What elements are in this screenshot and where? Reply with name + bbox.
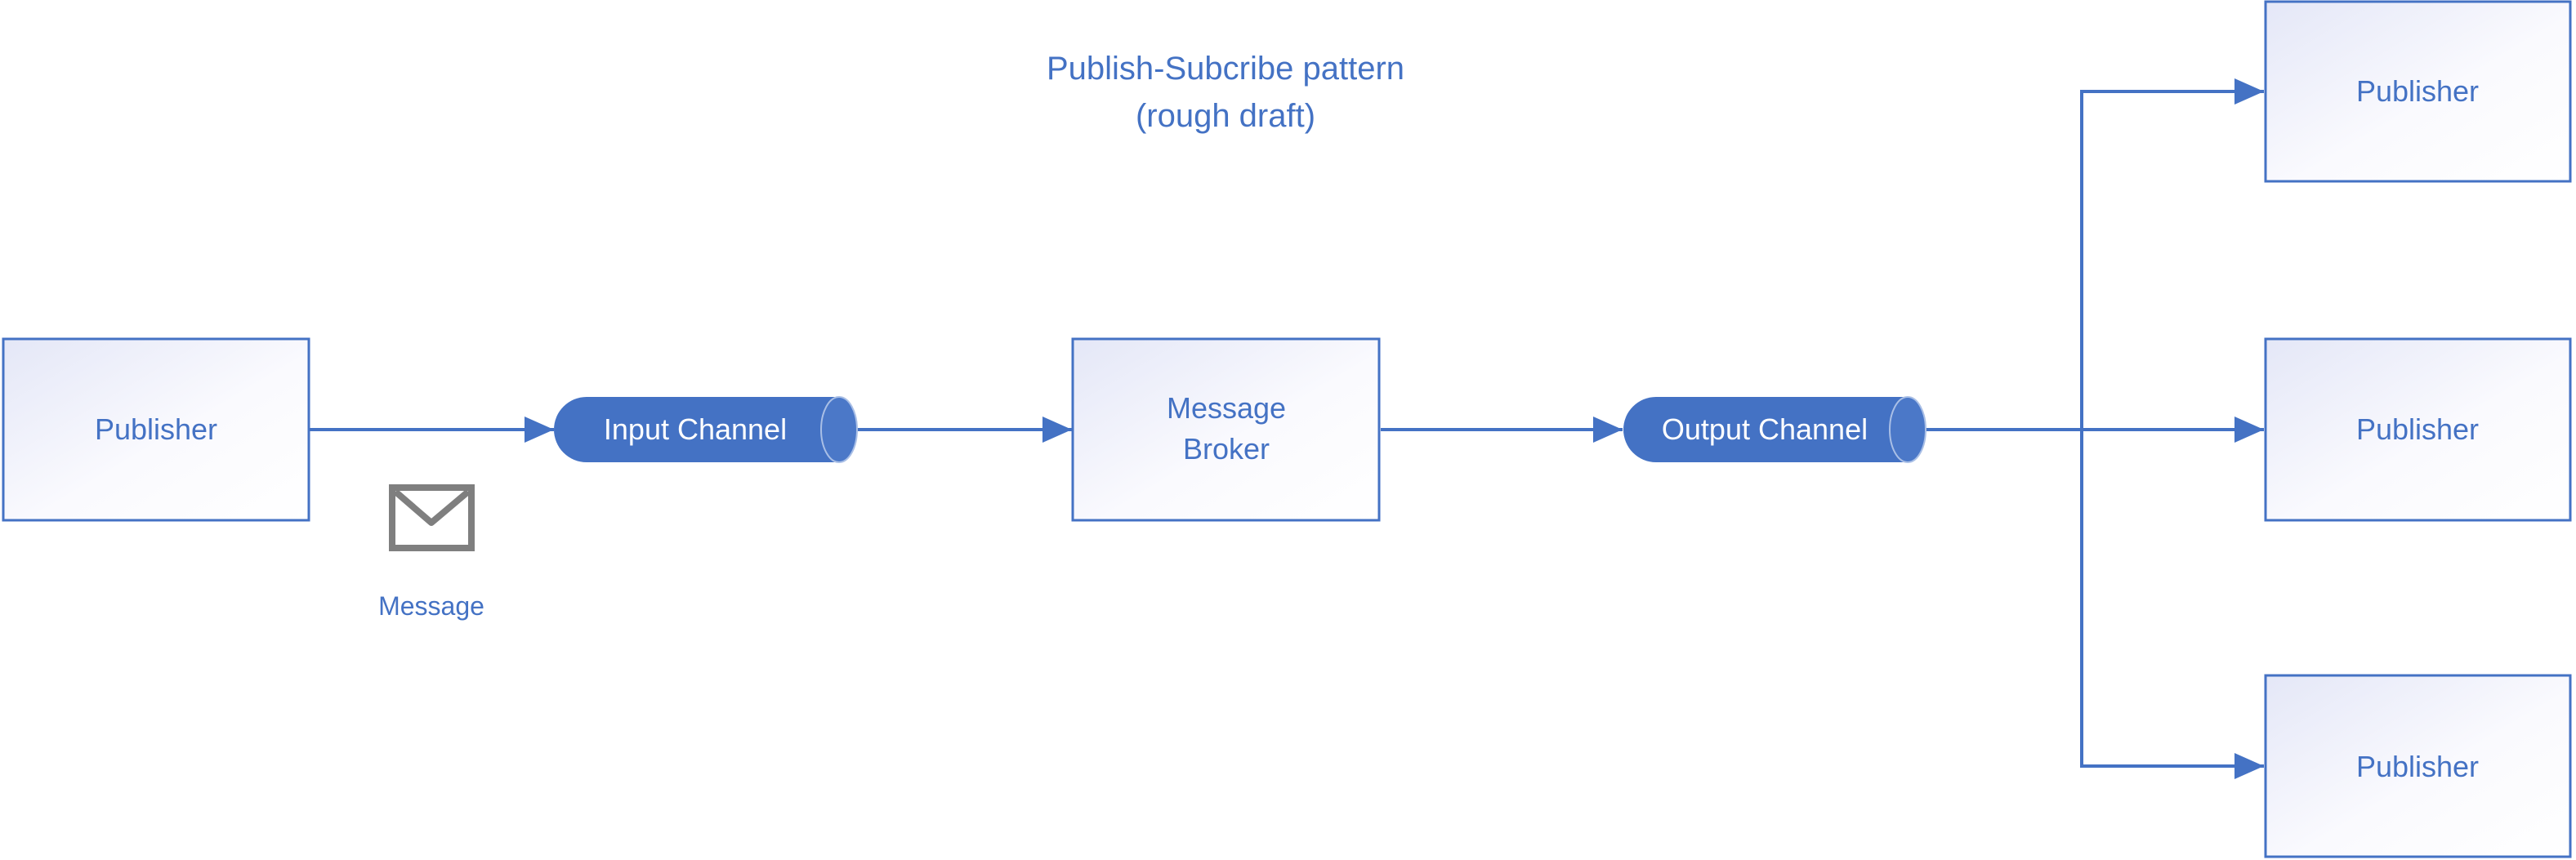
diagram-subtitle: (rough draft) xyxy=(1136,98,1315,134)
source-publisher-label: Publisher xyxy=(95,412,217,446)
message-broker-label-line1: Message xyxy=(1167,391,1286,425)
input-channel-end-cap xyxy=(820,396,858,463)
target-publisher-bottom-label: Publisher xyxy=(2356,750,2479,783)
message-broker-label-line2: Broker xyxy=(1183,432,1270,466)
output-channel-label: Output Channel xyxy=(1662,412,1868,446)
source-publisher-node[interactable]: Publisher xyxy=(2,337,310,522)
target-publisher-bottom-node[interactable]: Publisher xyxy=(2264,674,2572,858)
message-broker-node[interactable]: Message Broker xyxy=(1071,337,1381,522)
output-channel-node[interactable]: Output Channel xyxy=(1623,396,1926,463)
envelope-icon xyxy=(389,484,475,551)
target-publisher-top-node[interactable]: Publisher xyxy=(2264,0,2572,183)
output-channel-body xyxy=(1623,397,1926,462)
diagram-title: Publish-Subcribe pattern xyxy=(1047,51,1404,87)
target-publisher-middle-label: Publisher xyxy=(2356,412,2479,446)
input-channel-body xyxy=(554,397,857,462)
target-publisher-top-label: Publisher xyxy=(2356,74,2479,108)
input-channel-label: Input Channel xyxy=(604,412,787,446)
target-publisher-middle-node[interactable]: Publisher xyxy=(2264,337,2572,522)
input-channel-node[interactable]: Input Channel xyxy=(554,396,858,463)
message-label: Message xyxy=(378,591,484,621)
output-channel-end-cap xyxy=(1889,396,1926,463)
